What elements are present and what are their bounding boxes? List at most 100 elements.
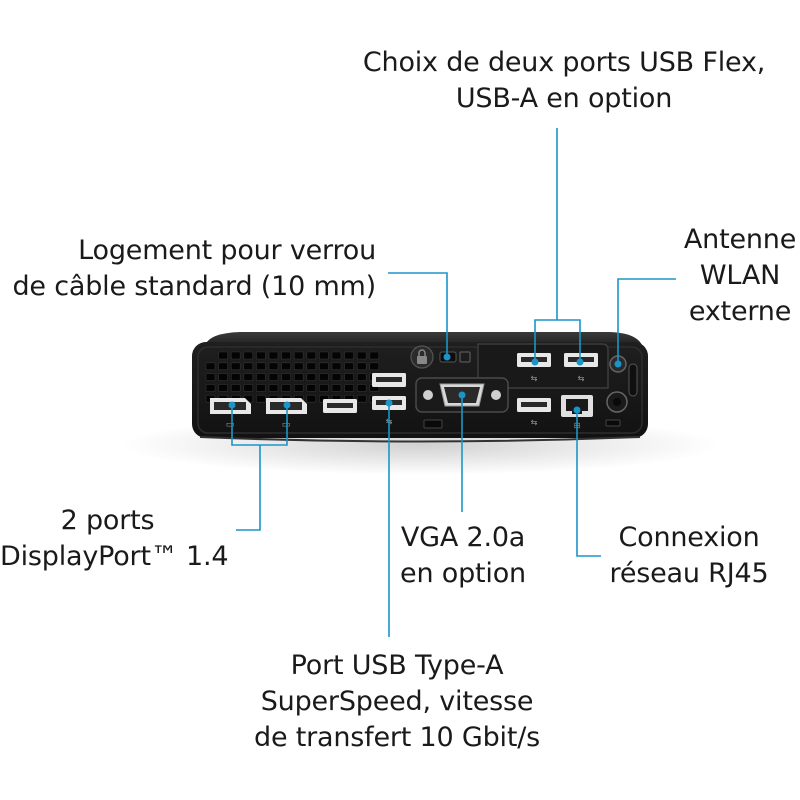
displayport-icon: ▭ — [282, 420, 291, 430]
vent-hole — [281, 362, 291, 371]
vent-hole — [293, 362, 304, 371]
lock-icon — [417, 349, 427, 364]
usb-a-port-rear-1 — [323, 399, 357, 413]
vent-hole — [306, 373, 317, 381]
callout-dot-displayport-1 — [228, 401, 236, 409]
vent-hole — [256, 384, 266, 392]
label-lock-slot-line2: de câble standard (10 mm) — [12, 271, 376, 302]
vent-hole — [205, 362, 216, 371]
vent-hole — [281, 373, 291, 381]
vent-hole — [306, 384, 317, 392]
vent-hole — [243, 362, 254, 371]
vent-hole — [281, 384, 291, 392]
callout-line-lock-slot — [388, 272, 448, 356]
label-antenna: Antenne WLAN externe — [680, 222, 800, 330]
vent-hole — [331, 351, 342, 360]
vent-hole — [369, 362, 380, 371]
callout-dot-usb-flex-1 — [531, 358, 539, 366]
vent-hole — [331, 384, 342, 392]
vent-hole — [293, 351, 304, 360]
vent-hole — [306, 394, 317, 403]
label-antenna-line2: WLAN — [699, 260, 781, 291]
label-rj45-line2: réseau RJ45 — [609, 558, 769, 589]
callout-dot-usb-a — [385, 399, 393, 407]
label-displayport-line1: 2 ports — [60, 505, 155, 536]
callout-dots — [228, 353, 622, 414]
vent-hole — [319, 362, 329, 371]
vent-hole — [268, 362, 279, 371]
vent-hole — [230, 373, 241, 381]
vent-hole — [205, 373, 216, 381]
vent-hole — [230, 351, 241, 360]
vent-hole — [356, 384, 367, 392]
vent-hole — [344, 362, 354, 371]
label-usb-flex-line2: USB-A en option — [455, 83, 673, 114]
vent-hole — [243, 373, 254, 381]
vent-hole — [356, 394, 367, 403]
callout-dot-lock — [443, 353, 451, 361]
label-lock-slot-line1: Logement pour verrou — [78, 235, 376, 266]
vent-hole — [293, 384, 304, 392]
vent-hole — [243, 384, 254, 392]
vent-hole — [230, 384, 241, 392]
callout-line-rj45 — [576, 410, 601, 557]
vent-hole — [306, 362, 317, 371]
usb-a-port-right: ⇆ — [517, 398, 551, 427]
vent-hole — [344, 384, 354, 392]
label-vga: VGA 2.0a en option — [392, 520, 534, 592]
label-usb-a-line1: Port USB Type-A — [290, 650, 504, 681]
vent-hole — [268, 384, 279, 392]
callout-lines — [231, 128, 676, 637]
callout-dot-rj45 — [573, 406, 581, 414]
callout-line-antenna — [617, 278, 676, 362]
label-usb-flex-line1: Choix de deux ports USB Flex, — [362, 47, 766, 78]
vent-hole — [331, 362, 342, 371]
callout-line-usb-flex-branch — [534, 319, 581, 362]
vent-hole — [218, 373, 228, 381]
label-rj45-line1: Connexion — [618, 522, 760, 553]
vent-hole — [205, 384, 216, 392]
callout-line-displayport — [236, 445, 261, 531]
callout-dot-vga — [458, 391, 466, 399]
callout-dot-displayport-2 — [283, 401, 291, 409]
vent-hole — [218, 362, 228, 371]
vent-hole — [356, 362, 367, 371]
label-antenna-line1: Antenne — [683, 224, 797, 255]
label-usb-a: Port USB Type-A SuperSpeed, vitesse de t… — [232, 648, 562, 756]
vent-grille — [205, 351, 380, 403]
usb-a-port-rear-top — [372, 373, 406, 387]
vent-hole — [319, 373, 329, 381]
vent-hole — [293, 373, 304, 381]
vent-hole — [256, 351, 266, 360]
vent-hole — [319, 351, 329, 360]
label-lock-slot: Logement pour verrou de câble standard (… — [0, 233, 376, 305]
lock-slot — [410, 345, 471, 369]
vent-hole — [319, 384, 329, 392]
label-displayport-line2: DisplayPort™ 1.4 — [0, 541, 229, 572]
vent-hole — [344, 373, 354, 381]
callout-dot-antenna — [614, 360, 622, 368]
vent-hole — [281, 351, 291, 360]
vent-hole — [356, 351, 367, 360]
vent-hole — [243, 351, 254, 360]
usb-icon: ⇆ — [531, 418, 538, 427]
vent-hole — [331, 373, 342, 381]
vent-hole — [306, 351, 317, 360]
label-rj45: Connexion réseau RJ45 — [604, 520, 774, 592]
usb-icon: ⇆ — [578, 374, 585, 383]
vent-hole — [256, 373, 266, 381]
displayport-icon: ▭ — [226, 420, 235, 430]
vent-hole — [256, 394, 266, 403]
vent-hole — [230, 362, 241, 371]
vent-hole — [218, 384, 228, 392]
label-vga-line2: en option — [400, 558, 526, 589]
label-vga-line1: VGA 2.0a — [400, 522, 526, 553]
vent-hole — [256, 362, 266, 371]
label-antenna-line3: externe — [688, 296, 792, 327]
label-displayport: 2 ports DisplayPort™ 1.4 — [0, 503, 229, 575]
label-usb-flex: Choix de deux ports USB Flex, USB-A en o… — [356, 45, 772, 117]
usb-icon: ⇆ — [531, 374, 538, 383]
vent-hole — [369, 351, 380, 360]
vent-hole — [218, 351, 228, 360]
